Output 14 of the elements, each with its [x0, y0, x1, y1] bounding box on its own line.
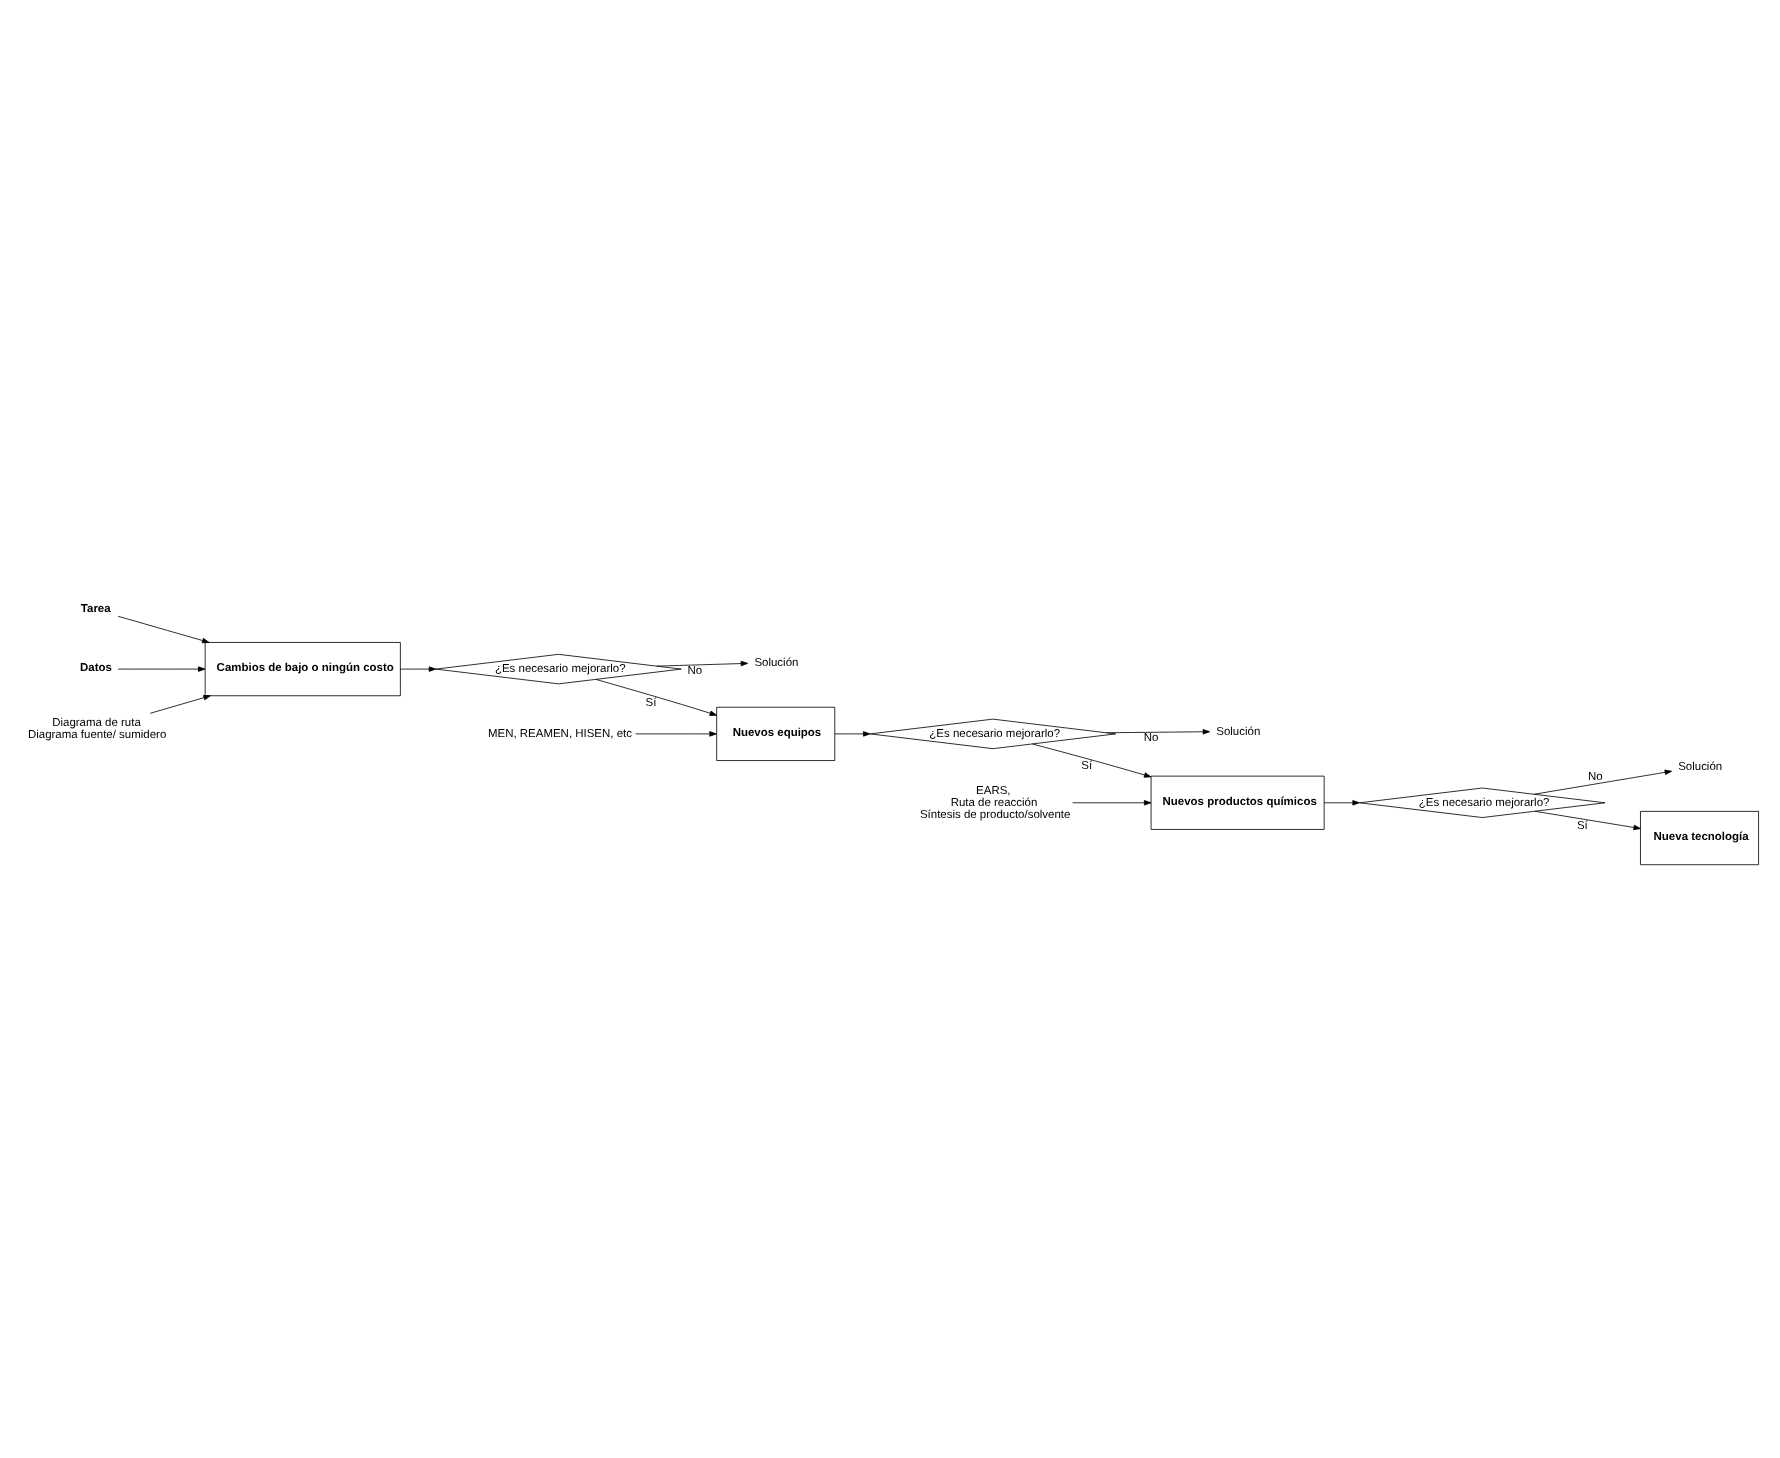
- arrow: [149, 694, 211, 713]
- arrow: [117, 614, 210, 643]
- arrow: [595, 678, 718, 715]
- arrow: [656, 659, 749, 666]
- arrow: [399, 665, 437, 671]
- arrow: [117, 665, 206, 671]
- arrow: [1106, 728, 1211, 734]
- arrow: [1031, 742, 1152, 777]
- arrow: [1072, 799, 1152, 805]
- arrow: [1533, 768, 1673, 794]
- arrow: [834, 730, 871, 736]
- arrow: [1324, 799, 1360, 805]
- arrow: [635, 730, 717, 736]
- arrow: [1534, 809, 1641, 830]
